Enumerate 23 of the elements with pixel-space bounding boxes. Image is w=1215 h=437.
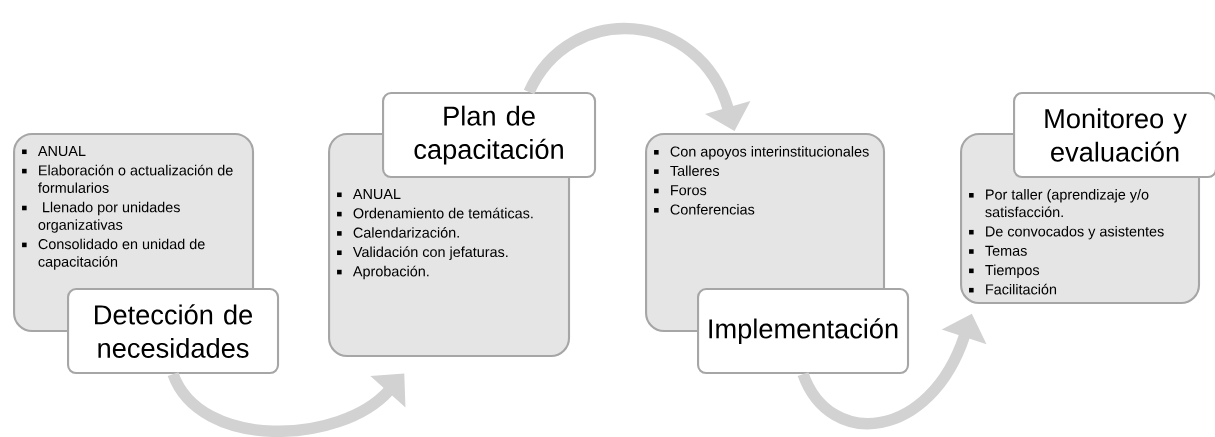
title-box: Detección de necesidades <box>67 288 280 375</box>
title-box: Plan de capacitación <box>382 92 597 179</box>
bullet-item: Facilitación <box>969 283 1057 295</box>
bullet-item: Llenado por unidades organizativas <box>22 201 180 233</box>
bullet-item: Foros <box>654 185 707 196</box>
bullet-item: Tiempos <box>969 264 1040 279</box>
bullet-item: Elaboración o actualización de formularios <box>22 164 233 193</box>
bullet-item: ANUAL <box>337 189 401 200</box>
bullet-item: Consolidado en unidad de capacitación <box>22 238 205 270</box>
bullet-item: ANUAL <box>22 146 86 157</box>
bullet-item: Temas <box>969 245 1027 256</box>
bullet-item: Por taller (aprendizaje y/o satisfacción. <box>969 189 1149 218</box>
bullet-item: Talleres <box>654 165 720 176</box>
bullet-item: Validación con jefaturas. <box>337 246 508 260</box>
bullet-item: Aprobación. <box>337 265 429 280</box>
bullet-item: Con apoyos interinstitucionales <box>654 146 869 160</box>
bullet-item: Conferencias <box>654 204 755 215</box>
curved-arrow <box>167 371 406 437</box>
title-box: Implementación <box>697 288 910 375</box>
bullet-item: Calendarización. <box>337 227 459 238</box>
bullet-item: Ordenamiento de temáticas. <box>337 207 533 219</box>
title-box: Monitoreo y evaluación <box>1013 92 1215 179</box>
bullet-item: De convocados y asistentes <box>969 225 1164 240</box>
